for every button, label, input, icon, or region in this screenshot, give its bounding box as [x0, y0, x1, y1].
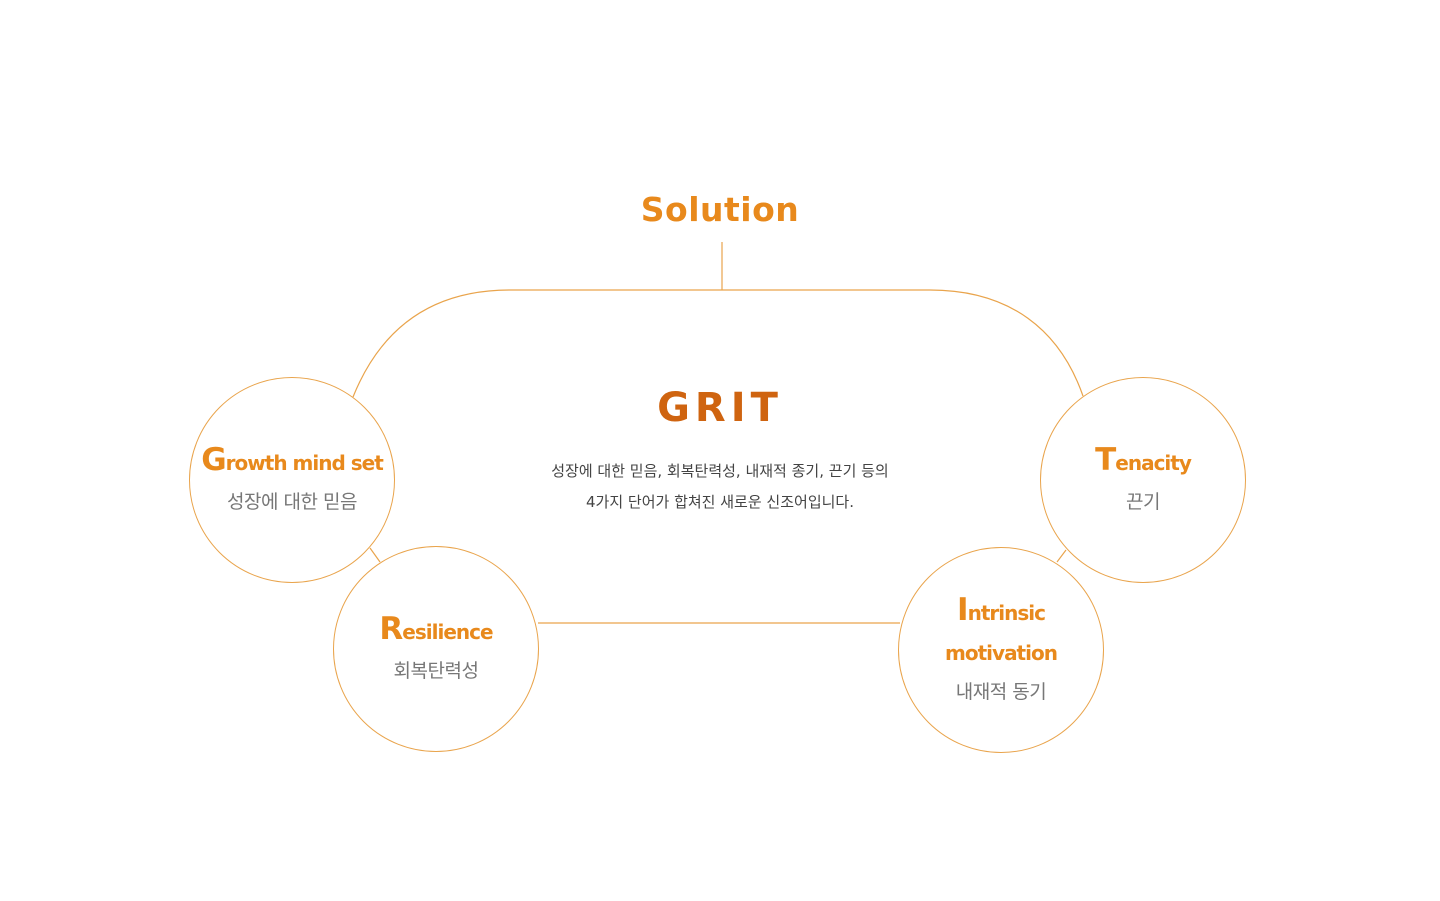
intrinsic-rest: ntrinsic — [967, 600, 1046, 625]
growth-initial: G — [201, 441, 226, 478]
grit-description-line1: 성장에 대한 믿음, 회복탄력성, 내재적 종기, 끈기 등의 — [551, 462, 889, 480]
resilience-korean: 회복탄력성 — [393, 659, 479, 682]
growth-mindset-label: Growth mind set — [201, 440, 384, 483]
resilience-circle: Resilience 회복탄력성 — [333, 546, 539, 752]
grit-title: GRIT — [657, 385, 783, 431]
resilience-label: Resilience — [379, 609, 493, 652]
tenacity-korean: 끈기 — [1126, 490, 1160, 513]
tenacity-rest: enacity — [1115, 450, 1192, 475]
grit-description-line2: 4가지 단어가 합쳐진 새로운 신조어입니다. — [586, 493, 854, 511]
resilience-initial: R — [379, 610, 403, 647]
intrinsic-initial: I — [957, 591, 969, 628]
tenacity-circle: Tenacity 끈기 — [1040, 377, 1246, 583]
right-link — [1056, 549, 1067, 563]
intrinsic-motivation-circle: Intrinsic motivation 내재적 동기 — [898, 547, 1104, 753]
tenacity-label: Tenacity — [1095, 440, 1192, 483]
tenacity-initial: T — [1095, 441, 1116, 478]
solution-title: Solution — [640, 190, 800, 229]
intrinsic-label: Intrinsic — [957, 590, 1046, 633]
growth-rest: rowth mind set — [225, 450, 384, 475]
pill-outline-top — [352, 289, 1084, 398]
grit-description: 성장에 대한 믿음, 회복탄력성, 내재적 종기, 끈기 등의 4가지 단어가 … — [470, 456, 970, 518]
motivation-label: motivation — [945, 640, 1058, 665]
growth-mindset-korean: 성장에 대한 믿음 — [227, 490, 357, 513]
left-link — [369, 547, 381, 563]
intrinsic-motivation-korean: 내재적 동기 — [955, 680, 1047, 703]
resilience-rest: esilience — [402, 619, 493, 644]
growth-mindset-circle: Growth mind set 성장에 대한 믿음 — [189, 377, 395, 583]
